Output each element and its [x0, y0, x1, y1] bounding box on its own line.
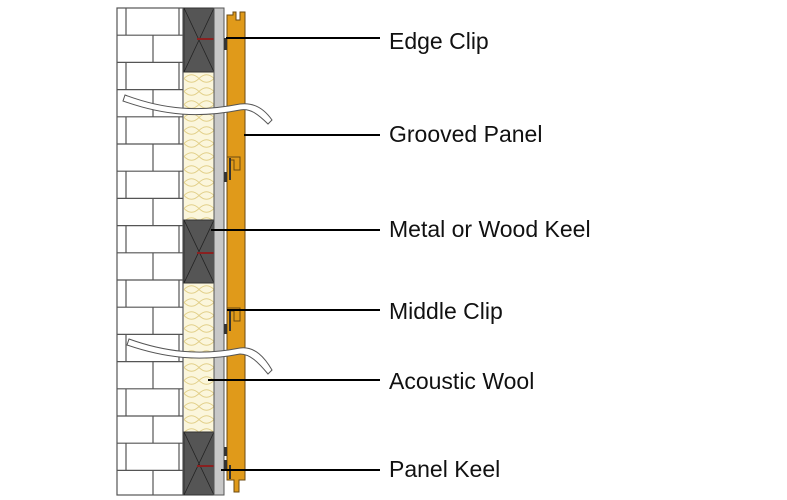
wool-pattern	[183, 285, 215, 294]
wool-pattern	[183, 376, 215, 385]
wool-pattern	[183, 324, 215, 333]
label-middle-clip: Middle Clip	[389, 298, 503, 324]
wool-pattern	[183, 389, 215, 398]
label-keel: Metal or Wood Keel	[389, 216, 591, 242]
wool-pattern	[183, 178, 215, 187]
wool-pattern	[183, 139, 215, 148]
wool-pattern	[183, 74, 215, 83]
clip	[224, 172, 227, 182]
clip	[224, 447, 227, 456]
wool-pattern	[183, 363, 215, 372]
clip	[224, 460, 227, 470]
wool-pattern	[183, 191, 215, 200]
leader-lines	[208, 37, 380, 471]
wool-pattern	[183, 337, 215, 346]
wool-pattern	[183, 402, 215, 411]
label-panel-keel: Panel Keel	[389, 456, 501, 482]
break-line	[122, 94, 273, 125]
label-acoustic-wool: Acoustic Wool	[389, 368, 535, 394]
clip	[224, 38, 227, 50]
label-edge-clip: Edge Clip	[389, 28, 489, 54]
keels	[183, 7, 217, 496]
label-grooved-panel: Grooved Panel	[389, 121, 543, 147]
panel-keel-tab	[229, 465, 231, 479]
clip	[224, 324, 227, 334]
keel-cross	[183, 431, 215, 496]
clips	[224, 38, 231, 479]
wool-pattern	[183, 87, 215, 96]
backing-board	[213, 7, 225, 496]
wool-pattern	[183, 126, 215, 135]
brick-wall	[116, 7, 184, 496]
wool-pattern	[183, 311, 215, 320]
break-line	[126, 338, 273, 375]
wool-pattern	[183, 165, 215, 174]
middle-clip-tab	[229, 158, 231, 180]
wool-pattern	[183, 415, 215, 424]
wool-pattern	[183, 152, 215, 161]
panel-body	[226, 11, 246, 493]
panel-groove	[227, 156, 241, 171]
brick-wall-outline	[116, 7, 184, 496]
break-lines	[122, 94, 273, 375]
wool-pattern	[183, 204, 215, 213]
wool-pattern	[183, 100, 215, 109]
wool-pattern	[183, 298, 215, 307]
grooved-panel	[226, 11, 246, 493]
middle-clip-tab	[229, 309, 231, 331]
keel-cross	[183, 219, 215, 284]
